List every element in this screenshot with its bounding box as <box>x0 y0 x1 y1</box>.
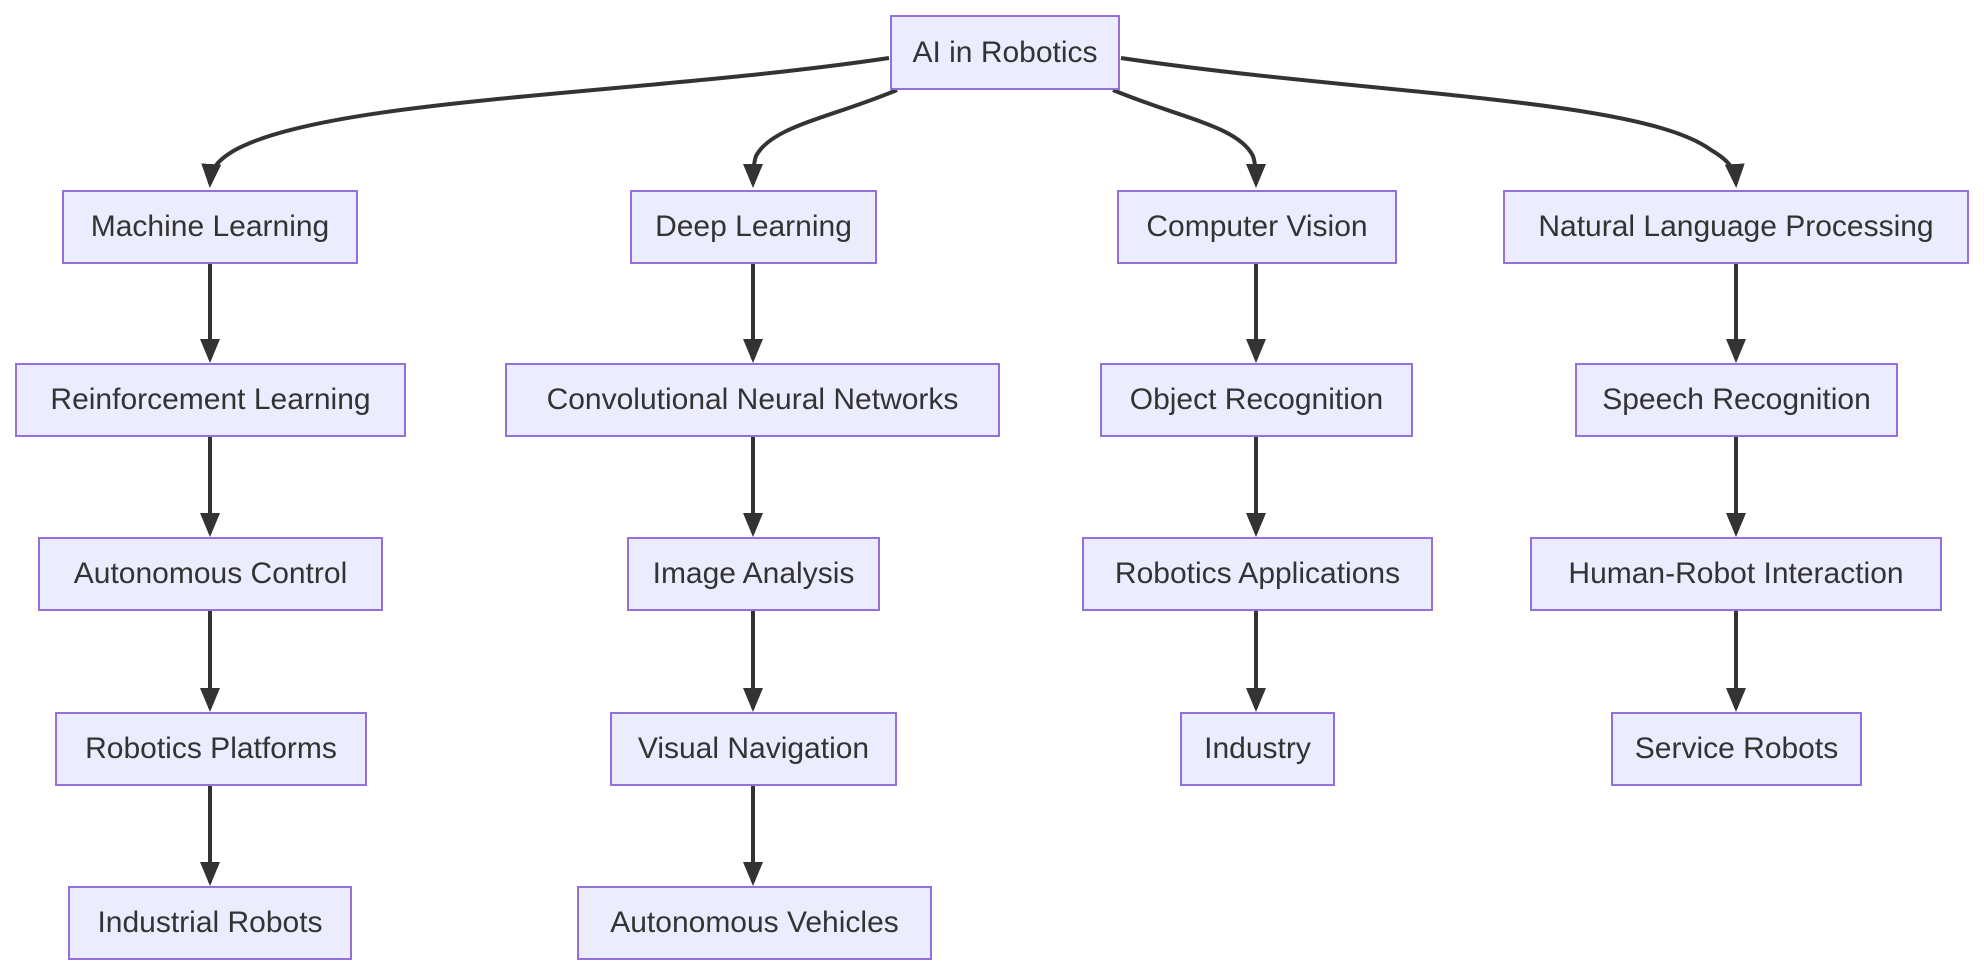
edge-root-to-computer-vision <box>1112 88 1266 188</box>
node-machine-learning-label: Machine Learning <box>90 210 330 243</box>
node-robotics-applications-label: Robotics Applications <box>1114 557 1401 590</box>
edge-root-to-nlp <box>1120 56 1745 188</box>
node-computer-vision: Computer Vision <box>1117 190 1397 264</box>
node-deep-learning-label: Deep Learning <box>655 210 852 243</box>
node-human-robot-interaction-label: Human-Robot Interaction <box>1568 557 1904 590</box>
node-machine-learning: Machine Learning <box>62 190 358 264</box>
node-convolutional-neural-networks-label: Convolutional Neural Networks <box>546 383 959 416</box>
node-service-robots: Service Robots <box>1611 712 1862 786</box>
node-speech-recognition-label: Speech Recognition <box>1602 383 1871 416</box>
node-image-analysis: Image Analysis <box>627 537 880 611</box>
node-autonomous-control-label: Autonomous Control <box>73 557 348 590</box>
node-speech-recognition: Speech Recognition <box>1575 363 1898 437</box>
node-reinforcement-learning: Reinforcement Learning <box>15 363 406 437</box>
node-human-robot-interaction: Human-Robot Interaction <box>1530 537 1942 611</box>
node-image-analysis-label: Image Analysis <box>652 557 855 590</box>
edge-root-to-deep-learning <box>743 88 898 188</box>
node-ai-in-robotics-label: AI in Robotics <box>912 35 1098 69</box>
node-computer-vision-label: Computer Vision <box>1146 210 1368 243</box>
node-deep-learning: Deep Learning <box>630 190 877 264</box>
node-visual-navigation-label: Visual Navigation <box>637 732 870 765</box>
node-robotics-applications: Robotics Applications <box>1082 537 1433 611</box>
node-robotics-platforms-label: Robotics Platforms <box>85 732 337 765</box>
node-convolutional-neural-networks: Convolutional Neural Networks <box>505 363 1000 437</box>
node-industrial-robots-label: Industrial Robots <box>97 906 323 939</box>
node-industry: Industry <box>1180 712 1335 786</box>
node-autonomous-control: Autonomous Control <box>38 537 383 611</box>
node-object-recognition-label: Object Recognition <box>1129 383 1384 416</box>
node-industry-label: Industry <box>1204 732 1311 765</box>
node-autonomous-vehicles: Autonomous Vehicles <box>577 886 932 960</box>
node-service-robots-label: Service Robots <box>1634 732 1839 765</box>
node-natural-language-processing: Natural Language Processing <box>1503 190 1969 264</box>
node-visual-navigation: Visual Navigation <box>610 712 897 786</box>
node-industrial-robots: Industrial Robots <box>68 886 352 960</box>
node-object-recognition: Object Recognition <box>1100 363 1413 437</box>
node-autonomous-vehicles-label: Autonomous Vehicles <box>610 906 899 939</box>
node-natural-language-processing-label: Natural Language Processing <box>1538 210 1934 243</box>
edge-root-to-machine-learning <box>201 56 890 188</box>
node-reinforcement-learning-label: Reinforcement Learning <box>50 383 371 416</box>
node-robotics-platforms: Robotics Platforms <box>55 712 367 786</box>
node-ai-in-robotics: AI in Robotics <box>890 15 1120 90</box>
